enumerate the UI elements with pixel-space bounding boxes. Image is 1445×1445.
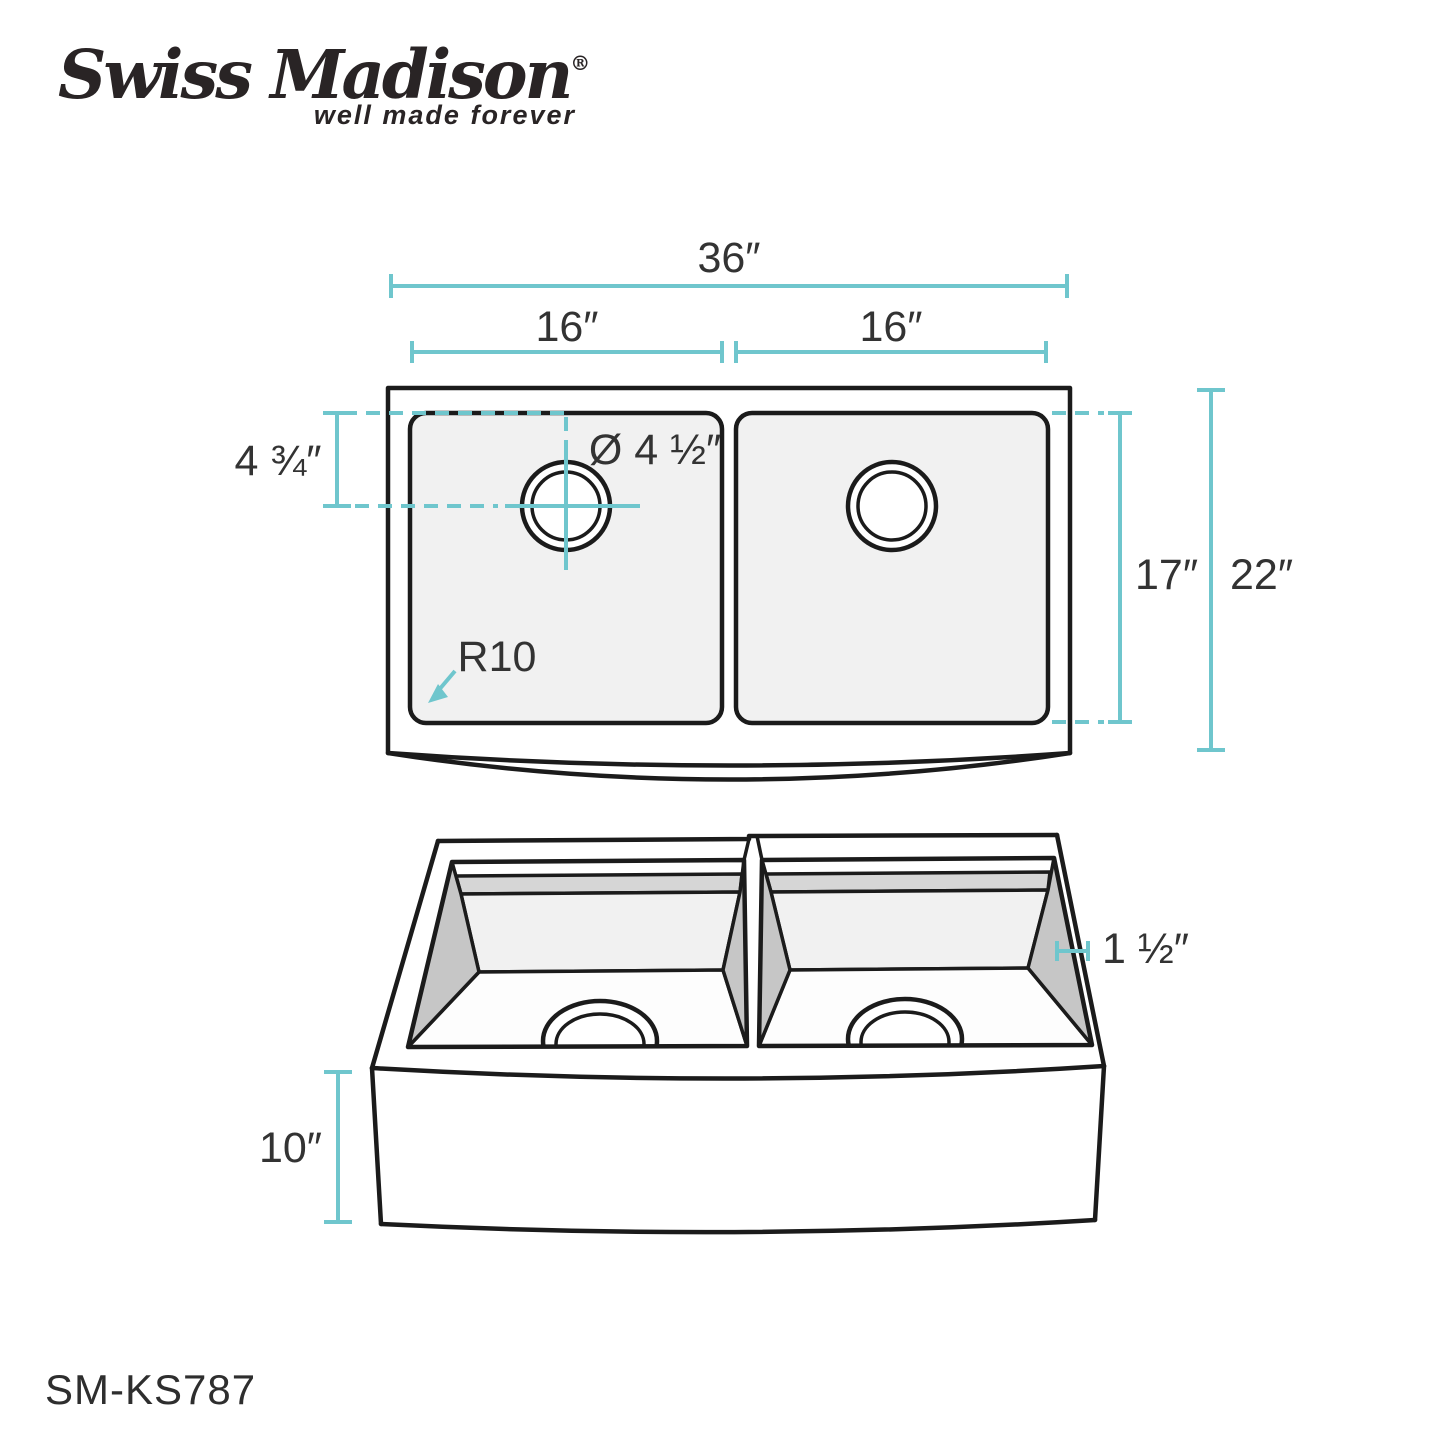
dim-1-12-label: 1 ½″	[1102, 925, 1189, 973]
radius-arrow-icon	[428, 684, 448, 703]
left-bowl-drain-outer	[540, 998, 660, 1046]
dim-1-12-line	[1055, 941, 1090, 961]
dim-16-right-label: 16″	[859, 303, 922, 351]
right-bowl-opening-outline	[756, 855, 1095, 1049]
dim-36-label: 36″	[697, 234, 760, 282]
dim-36-line	[389, 274, 1069, 298]
perspective-view	[369, 832, 1107, 1235]
dim-17-label: 17″	[1135, 551, 1198, 599]
perspective-top-edge	[435, 832, 1060, 844]
dim-4-34-label: 4 ¾″	[235, 437, 322, 485]
dim-17-line	[1108, 411, 1132, 724]
registered-trademark-icon: ®	[570, 51, 591, 75]
dim-r10-label: R10	[458, 633, 537, 681]
dim-10-label: 10″	[259, 1124, 322, 1172]
right-bowl-drain	[845, 996, 965, 1045]
brand-tagline: well made forever	[313, 100, 576, 131]
left-bowl-drain-inner	[554, 1012, 646, 1046]
divider-edges	[742, 835, 764, 861]
apron-right-edge	[1092, 1063, 1107, 1223]
dim-4-34-line	[323, 411, 351, 508]
brand-name: Swiss Madison®	[58, 39, 590, 110]
brand-logo: Swiss Madison® well made forever	[58, 39, 590, 131]
perspective-dimensions: 10″ 1 ½″	[259, 925, 1189, 1224]
dim-16-left-label: 16″	[535, 303, 598, 351]
right-bowl	[733, 410, 1051, 726]
right-bowl-drain-outer	[845, 996, 965, 1045]
dim-22-label: 22″	[1230, 551, 1293, 599]
left-bowl-opening-outline	[405, 857, 750, 1050]
apron-top-curve	[369, 1063, 1107, 1081]
radius-arrow-line	[436, 669, 457, 693]
perspective-left-edge	[369, 838, 441, 1071]
top-view-dimensions: 36″ 16″ 16″ 4 ¾″ Ø 4 ½″ R10 17″	[235, 234, 1293, 752]
apron-bottom-curve	[378, 1217, 1098, 1235]
right-drain-outer	[845, 459, 939, 553]
brand-name-text: Swiss Madison	[58, 35, 573, 114]
dim-22-line	[1197, 388, 1225, 752]
left-bowl-back-wall	[459, 890, 742, 974]
top-view-apron-rim-line	[385, 750, 1073, 768]
apron-left-edge	[369, 1065, 384, 1227]
top-view	[385, 385, 1073, 782]
dim-10-line	[324, 1070, 352, 1224]
right-bowl-back-wall	[769, 888, 1050, 972]
drain-centerline-cross	[505, 452, 640, 570]
model-number: SM-KS787	[45, 1366, 257, 1413]
dim-drain-diameter-label: Ø 4 ½″	[589, 426, 721, 474]
left-bowl-drain	[540, 998, 660, 1046]
dim-16-left-line	[410, 341, 724, 363]
right-bowl-drain-inner	[859, 1010, 951, 1045]
right-drain-inner	[856, 470, 928, 542]
dim-16-right-line	[734, 341, 1048, 363]
